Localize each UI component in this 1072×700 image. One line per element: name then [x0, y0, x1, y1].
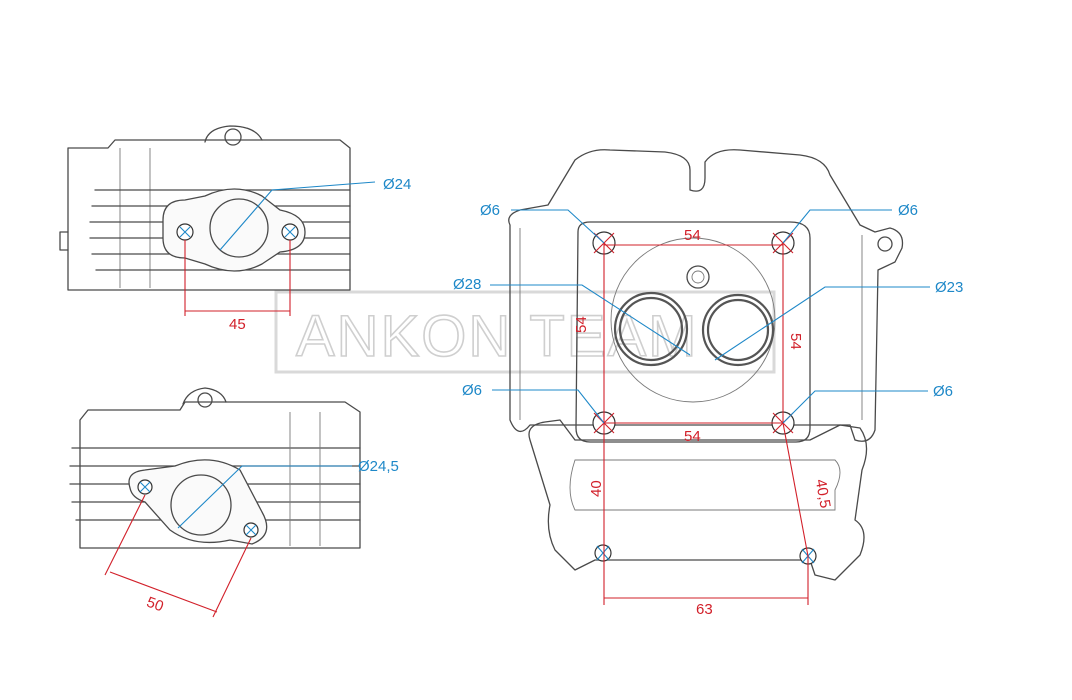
mount-hole-right: [877, 236, 893, 252]
top-left-view: Ø24 45: [59, 125, 411, 333]
intake-valve-label: Ø28: [453, 276, 481, 293]
hole-label-tr: Ø6: [898, 202, 918, 219]
left-height-label: 54: [573, 316, 590, 333]
mid-width-label: 54: [684, 428, 701, 445]
leader-tr: [782, 209, 892, 244]
head-body-outline: [67, 139, 351, 291]
bolt-spacing-label-2: 50: [144, 594, 165, 616]
hole-mark-b: [245, 524, 257, 536]
hole-label-ml: Ø6: [462, 382, 482, 399]
right-height-label: 54: [787, 333, 804, 350]
lower-left-height-label: 40: [588, 480, 605, 497]
mount-ear: [59, 231, 69, 251]
port-diameter-label: Ø24: [383, 176, 411, 193]
bottom-width-label: 63: [696, 601, 713, 618]
bottom-left-view: Ø24,5 50: [69, 387, 399, 618]
intake-port-2: [170, 474, 232, 536]
head-body-edges-2: [289, 412, 321, 546]
intake-port: [209, 198, 269, 258]
lower-right-line: [782, 422, 809, 605]
gasket-inner: [569, 459, 841, 511]
leader-intake: [490, 284, 691, 356]
cam-bolt-icon-2: [197, 392, 213, 408]
exhaust-valve-label: Ø23: [935, 279, 963, 296]
lower-right-height-label: 40,5: [812, 478, 834, 510]
bolt-spacing-line: [184, 240, 291, 316]
hole-mark-bl: [596, 545, 610, 561]
leader-ml: [492, 389, 605, 424]
bolt-spacing-line-2: [104, 494, 252, 618]
hole-mark-a: [139, 481, 151, 493]
leader-tl: [511, 209, 605, 244]
exhaust-valve: [701, 293, 775, 367]
spark-plug-icon: [686, 265, 710, 289]
head-outline: [508, 149, 904, 442]
leader-mr: [782, 390, 928, 424]
cam-bolt-outline: [204, 125, 263, 143]
right-view: 54 54 54 54 40 40,5 63 Ø6 Ø6 Ø28 Ø23 Ø6 …: [453, 149, 963, 618]
watermark: ANKON TEAM: [274, 290, 776, 374]
watermark-text: ANKON TEAM: [296, 304, 698, 369]
intake-flange-2: [128, 459, 268, 545]
hole-mark-left: [179, 226, 191, 238]
cam-bolt-outline-2: [182, 387, 227, 405]
head-body-outline-2: [79, 401, 361, 549]
hole-label-tl: Ø6: [480, 202, 500, 219]
head-side-edges: [519, 228, 863, 420]
top-width-label: 54: [684, 227, 701, 244]
bolt-spacing-label: 45: [229, 316, 246, 333]
cam-bolt-icon: [224, 128, 242, 146]
port-diameter-leader-2: [177, 465, 352, 529]
head-body-edges: [119, 148, 151, 288]
port-diameter-leader: [219, 181, 376, 251]
port-diameter-label-2: Ø24,5: [358, 458, 399, 475]
leader-exhaust: [714, 286, 930, 361]
intake-manifold-gasket: [528, 419, 868, 581]
intake-valve: [613, 291, 689, 367]
hole-mark-right: [284, 226, 296, 238]
hole-label-mr: Ø6: [933, 383, 953, 400]
